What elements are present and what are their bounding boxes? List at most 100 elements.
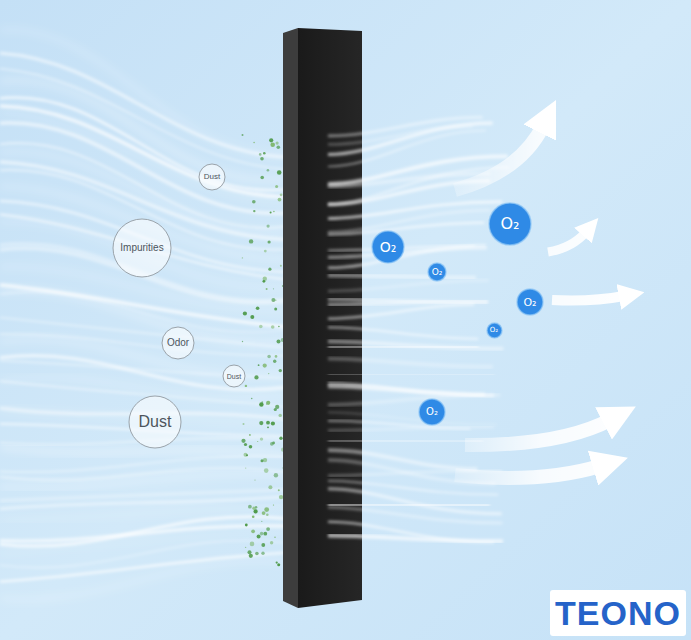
air-stream [328, 341, 503, 348]
dust-particle [250, 542, 255, 547]
dust-particle [249, 434, 251, 436]
dust-particle [251, 529, 255, 533]
dust-particle [270, 442, 274, 446]
dust-particle [252, 507, 255, 510]
air-stream [328, 131, 486, 167]
dust-particle [248, 505, 252, 509]
pollutant-circle: Dust [128, 395, 182, 449]
dust-particle [267, 355, 271, 359]
dust-particle [280, 193, 283, 196]
dust-particle [270, 212, 272, 214]
oxygen-label: O₂ [523, 297, 536, 308]
oxygen-bubble: O₂ [418, 398, 446, 426]
dust-particle [254, 509, 258, 513]
pollutant-label: Odor [167, 338, 189, 348]
dust-particle [271, 325, 275, 329]
oxygen-label: O₂ [432, 268, 443, 277]
dust-particle [279, 495, 283, 499]
dust-particle [268, 485, 272, 489]
pollutant-circle: Dust [222, 364, 246, 388]
air-stream [328, 395, 500, 405]
dust-particle [267, 169, 270, 172]
air-streams-in [0, 30, 286, 600]
dust-particle [255, 552, 259, 556]
dust-particle [271, 298, 275, 302]
dust-particle [242, 257, 243, 258]
air-stream [0, 540, 286, 567]
oxygen-label: O₂ [500, 216, 519, 232]
air-stream [328, 507, 502, 523]
dust-particle [277, 563, 280, 566]
dust-particle [244, 453, 248, 457]
dust-particle [266, 401, 270, 405]
air-stream [0, 30, 286, 155]
dust-particle [276, 562, 278, 564]
outflow-arrow [548, 232, 586, 252]
dust-particle [263, 458, 267, 462]
air-stream [328, 280, 489, 291]
dust-particle [251, 398, 253, 400]
circle-shape [372, 231, 404, 263]
dust-particle [252, 200, 256, 204]
dust-particle [241, 439, 245, 443]
dust-particle [274, 308, 277, 311]
pollutant-label: Dust [227, 373, 241, 380]
air-stream [0, 517, 286, 547]
oxygen-bubble: O₂ [427, 262, 447, 282]
dust-particle [260, 532, 264, 536]
air-stream [0, 334, 286, 356]
air-stream [328, 412, 497, 424]
dust-particle [262, 511, 266, 515]
pollutant-circle: Odor [161, 326, 195, 360]
dust-particle [258, 364, 260, 366]
air-stream [0, 53, 286, 157]
dust-particle [276, 142, 279, 145]
dust-particle [257, 441, 258, 442]
air-stream [328, 503, 490, 507]
air-stream [328, 536, 503, 542]
dust-particle [261, 459, 264, 462]
pollutant-label: Dust [204, 173, 220, 181]
dust-particle [242, 134, 244, 136]
air-stream [328, 386, 485, 394]
dust-particle [254, 375, 258, 379]
circle-shape [487, 323, 502, 338]
oxygen-bubble: O₂ [486, 322, 503, 339]
outflow-arrow [455, 126, 543, 190]
dust-particle [270, 143, 275, 148]
dust-particle [275, 355, 278, 358]
oxygen-label: O₂ [380, 240, 397, 254]
dust-particle [260, 437, 263, 440]
dust-particle [274, 408, 277, 411]
air-stream [0, 447, 286, 456]
dust-particle [253, 142, 255, 144]
dust-particle [274, 473, 278, 477]
dust-particle [259, 421, 263, 425]
dust-particle [273, 211, 275, 213]
dust-particle [259, 325, 263, 329]
circle-shape [162, 327, 194, 359]
dust-particle [263, 532, 267, 536]
dust-particle [243, 311, 247, 315]
dust-particle [257, 535, 261, 539]
dust-particle [263, 152, 266, 155]
dust-particle [274, 536, 276, 538]
dust-particle [273, 504, 274, 505]
air-stream [328, 123, 493, 154]
air-stream [328, 427, 494, 431]
dust-particle [278, 326, 279, 327]
dust-particle [277, 170, 282, 175]
air-stream [328, 275, 476, 277]
air-stream [0, 474, 286, 488]
circle-shape [489, 203, 531, 245]
circle-shape [199, 164, 225, 190]
dust-particle [261, 543, 265, 547]
dust-particle [244, 443, 247, 446]
oxygen-bubble: O₂ [488, 202, 532, 246]
air-stream [0, 497, 286, 509]
dust-particle [255, 510, 257, 512]
dust-particle [261, 552, 264, 555]
dust-particle [248, 550, 252, 554]
dust-particle [261, 401, 263, 403]
